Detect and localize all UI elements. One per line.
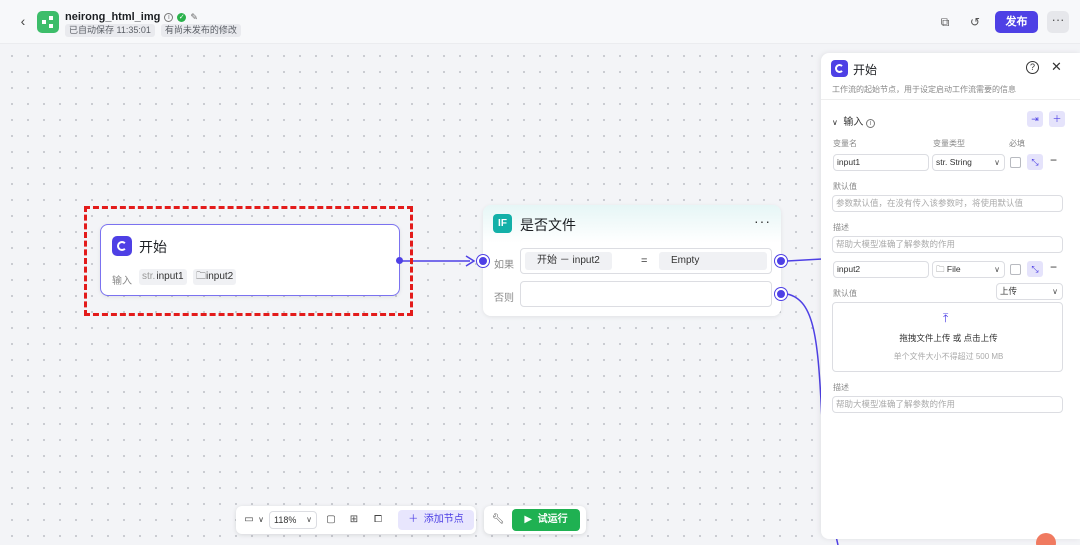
condition-row[interactable]: 开始 － input2 = Empty bbox=[520, 248, 772, 274]
run-toolbar: 🔧︎ ▶ 试运行 bbox=[484, 506, 586, 534]
var1-default-label: 默认值 bbox=[833, 182, 857, 191]
minimap-icon[interactable]: ▭ bbox=[244, 514, 254, 525]
app-logo-icon bbox=[37, 11, 59, 33]
edit-icon[interactable]: ✎ bbox=[190, 11, 198, 22]
copy-icon[interactable]: ⧉ bbox=[940, 15, 950, 29]
close-icon[interactable]: ✕ bbox=[1051, 59, 1062, 74]
upload-text: 拖拽文件上传 或 点击上传 bbox=[899, 333, 998, 343]
import-icon[interactable]: ⇥ bbox=[1027, 111, 1043, 127]
comment-icon[interactable]: ▢ bbox=[326, 514, 336, 525]
else-port[interactable] bbox=[775, 288, 787, 300]
panel-start-icon bbox=[831, 60, 848, 77]
var1-type-select[interactable]: str. String∨ bbox=[932, 154, 1005, 171]
var1-required-checkbox[interactable] bbox=[1010, 157, 1021, 168]
node-more-icon[interactable]: ··· bbox=[754, 213, 771, 229]
file-upload-area[interactable]: ⤒ 拖拽文件上传 或 点击上传 单个文件大小不得超过 500 MB bbox=[832, 302, 1063, 372]
publish-button[interactable]: 发布 bbox=[995, 11, 1038, 33]
app-name: neirong_html_img bbox=[65, 11, 161, 23]
upload-hint: 单个文件大小不得超过 500 MB bbox=[893, 352, 1004, 361]
var1-collapse-icon[interactable]: ⤡ bbox=[1027, 154, 1043, 170]
if-true-port[interactable] bbox=[775, 255, 787, 267]
upload-mode-select[interactable]: 上传∨ bbox=[996, 283, 1063, 300]
help-icon[interactable]: ? bbox=[1026, 61, 1039, 74]
var2-collapse-icon[interactable]: ⤡ bbox=[1027, 261, 1043, 277]
top-bar: ‹ neirong_html_img i ✓ ✎ 已自动保存 11:35:01 … bbox=[0, 0, 1080, 44]
upload-icon: ⤒ bbox=[943, 311, 949, 325]
chevron-down-icon: ∨ bbox=[994, 158, 1000, 167]
panel-header: 开始 工作流的起始节点，用于设定启动工作流需要的信息 ? ✕ bbox=[821, 53, 1080, 100]
chevron-down-icon: ∨ bbox=[994, 265, 1000, 274]
panel-title: 开始 bbox=[853, 63, 878, 77]
else-row[interactable] bbox=[520, 281, 772, 307]
info-icon[interactable]: i bbox=[866, 119, 876, 128]
var2-desc-field[interactable]: 帮助大模型准确了解参数的作用 bbox=[832, 396, 1063, 413]
add-variable-button[interactable]: ＋ bbox=[1049, 111, 1065, 127]
var1-desc-field[interactable]: 帮助大模型准确了解参数的作用 bbox=[832, 236, 1063, 253]
panel-description: 工作流的起始节点，用于设定启动工作流需要的信息 bbox=[832, 85, 1016, 94]
input-section-toggle[interactable]: ∨ 输入 i bbox=[832, 113, 876, 128]
else-label: 否则 bbox=[494, 293, 514, 304]
var2-desc-label: 描述 bbox=[833, 383, 849, 392]
condition-operator[interactable]: = bbox=[641, 255, 648, 267]
more-icon[interactable]: ··· bbox=[1047, 11, 1069, 33]
condition-right-operand[interactable]: Empty bbox=[659, 252, 767, 270]
col-name-header: 变量名 bbox=[833, 139, 857, 148]
start-node-title: 开始 bbox=[139, 239, 167, 255]
var1-desc-label: 描述 bbox=[833, 223, 849, 232]
selection-highlight bbox=[84, 206, 413, 316]
start-config-panel: 开始 工作流的起始节点，用于设定启动工作流需要的信息 ? ✕ ∨ 输入 i ⇥ … bbox=[821, 53, 1080, 539]
chevron-down-icon: ∨ bbox=[1052, 287, 1058, 296]
back-icon[interactable]: ‹ bbox=[20, 13, 26, 29]
if-input-port[interactable] bbox=[477, 255, 489, 267]
info-icon[interactable]: i bbox=[164, 12, 174, 22]
var2-type-select[interactable]: 🗀 File∨ bbox=[932, 261, 1005, 278]
folder-icon: 🗀 bbox=[936, 264, 945, 274]
var2-default-label: 默认值 bbox=[833, 289, 857, 298]
avatar[interactable] bbox=[1036, 533, 1056, 545]
layout-icon[interactable]: ⊞ bbox=[349, 514, 359, 525]
add-node-button[interactable]: ＋ 添加节点 bbox=[398, 510, 474, 530]
var2-name-field[interactable]: input2 bbox=[833, 261, 929, 278]
start-node-icon bbox=[112, 236, 132, 256]
unpublished-badge: 有尚未发布的修改 bbox=[160, 24, 241, 37]
start-input-label: 输入 bbox=[112, 276, 132, 287]
history-icon[interactable]: ↺ bbox=[969, 15, 981, 29]
autosave-status: 已自动保存 11:35:01 bbox=[65, 24, 155, 37]
chevron-down-icon: ∨ bbox=[306, 515, 312, 524]
canvas-toolbar: ▭ ∨ 118%∨ ▢ ⊞ ⧠ ＋ 添加节点 bbox=[236, 506, 476, 534]
if-node[interactable]: IF 是否文件 ··· 如果 开始 － input2 = Empty 否则 bbox=[477, 205, 787, 316]
wrench-icon[interactable]: 🔧︎ bbox=[491, 514, 505, 525]
input-chip-input1: str.input1 bbox=[139, 269, 187, 285]
test-run-button[interactable]: ▶ 试运行 bbox=[512, 509, 580, 531]
chevron-down-icon[interactable]: ∨ bbox=[258, 515, 264, 524]
folder-icon: 🗀 bbox=[196, 271, 206, 282]
col-required-header: 必填 bbox=[1009, 139, 1025, 148]
var1-name-field[interactable]: input1 bbox=[833, 154, 929, 171]
var2-required-checkbox[interactable] bbox=[1010, 264, 1021, 275]
if-node-title: 是否文件 bbox=[520, 217, 576, 233]
verified-icon: ✓ bbox=[177, 12, 187, 22]
col-type-header: 变量类型 bbox=[933, 139, 965, 148]
if-node-icon: IF bbox=[493, 214, 512, 233]
var1-default-field[interactable]: 参数默认值，在没有传入该参数时，将使用默认值 bbox=[832, 195, 1063, 212]
var1-remove-icon[interactable]: − bbox=[1050, 153, 1058, 167]
note-icon[interactable]: ⧠ bbox=[374, 514, 382, 525]
start-node[interactable]: 开始 输入 str.input1 🗀input2 bbox=[100, 224, 403, 296]
if-label: 如果 bbox=[494, 260, 514, 271]
chevron-down-icon[interactable]: ∨ bbox=[832, 118, 838, 127]
start-output-port[interactable] bbox=[396, 257, 403, 264]
input-chip-input2: 🗀input2 bbox=[193, 269, 237, 285]
zoom-select[interactable]: 118%∨ bbox=[269, 511, 317, 529]
condition-left-operand[interactable]: 开始 － input2 bbox=[525, 252, 612, 270]
var2-remove-icon[interactable]: − bbox=[1050, 260, 1058, 274]
